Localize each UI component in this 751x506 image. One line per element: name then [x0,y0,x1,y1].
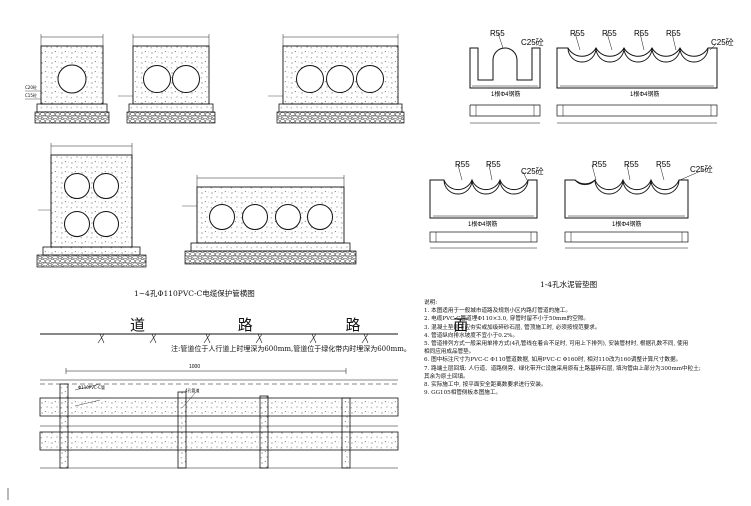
radius-label-4c: R55 [634,29,649,38]
radius-label-3a: R55 [592,160,607,169]
radius-label-4a: R55 [570,29,585,38]
saddle-2-hole [429,164,538,249]
dim-1000: 1000 [189,364,200,370]
note-line: 4. 管道纵向排水坡度不宜小于0.2%。 [424,332,519,339]
note-line: 1. 本图适用于一般城市道路及规划小区内路灯管道的施工。 [424,308,571,315]
notes-title: 说明: [424,300,438,306]
concrete-label-3: C25砼 [690,164,713,174]
note-line: 2. 电缆PVC-C管道埋Φ110×3.0, 穿管时留不小于50mm的空隙。 [424,316,589,323]
rebar-label-4: 1根Φ4钢筋 [630,90,659,98]
section-label-c15: C15砼 [25,92,37,98]
section-label-c20: C20砼 [25,84,37,90]
radius-label: R55 [490,29,505,38]
radius-label-2b: R55 [486,160,501,169]
construction-notes: 说明: 1. 本图适用于一般城市道路及规划小区内路灯管道的施工。 2. 电缆PV… [424,299,744,397]
radius-label-4b: R55 [602,29,617,38]
radius-label-3c: R55 [656,160,671,169]
concrete-label: C25砼 [521,37,544,47]
note-line: 相同应用成品管垫。 [424,349,475,356]
right-caption: 1-4孔水泥管垫图 [540,280,598,289]
radius-label-4d: R55 [666,29,681,38]
note-line: 9. GG105相管侧板本图施工。 [424,390,502,397]
radius-label-3b: R55 [624,160,639,169]
duct-section-2-hole [118,34,216,124]
note-line: 7. 路端土层回填: 人行道、道路侧旁、绿化带开C设施采用原有土路基碎石层, 填… [424,365,701,372]
profile-pipe-callout: Φ110PVC-C管 [78,384,105,390]
rebar-label-3: 1根Φ4钢筋 [612,220,641,228]
duct-section-4-hole-stacked [36,143,147,268]
rebar-label-2: 1根Φ4钢筋 [468,220,497,228]
concrete-label-2: C25砼 [521,166,544,176]
duct-section-3-hole [268,34,405,124]
note-line: 3. 混凝土垫层下应夯实或加级碎砂石层, 管顶施工时, 必须按规范要求。 [424,324,601,331]
duct-section-4-hole-row [182,175,357,265]
saddle-1-hole [469,32,541,124]
note-line: 6. 图中标注尺寸为PVC-C Φ110管道数据, 如用PVC-C Φ160时,… [424,357,682,364]
note-line: 5. 管道排列方式一般采用单排方式(4孔管线在着合不足时, 可用上下排列), 安… [424,341,689,348]
saddle-4-hole-top [556,32,718,124]
radius-label-2a: R55 [455,160,470,169]
left-caption: 1~4孔Φ110PVC-C电缆保护管横图 [134,289,255,298]
saddle-3-hole [564,164,704,249]
duct-section-1-hole [25,34,110,124]
note-line: 其余为原土回填。 [424,373,469,380]
profile-pit-callout: 4孔管道 [185,387,200,393]
concrete-label-4: C25砼 [711,37,734,47]
note-line: 8. 实际施工中, 按平面安全距离数要求进行安装。 [424,382,547,389]
road-title: 道 路 路 面 [130,316,513,334]
road-profile [7,333,399,500]
depth-note: 注:管道位于人行道上时埋深为600mm,管道位于绿化带内时埋深为600mm。 [171,345,411,353]
rebar-label: 1根Φ4钢筋 [491,90,520,98]
